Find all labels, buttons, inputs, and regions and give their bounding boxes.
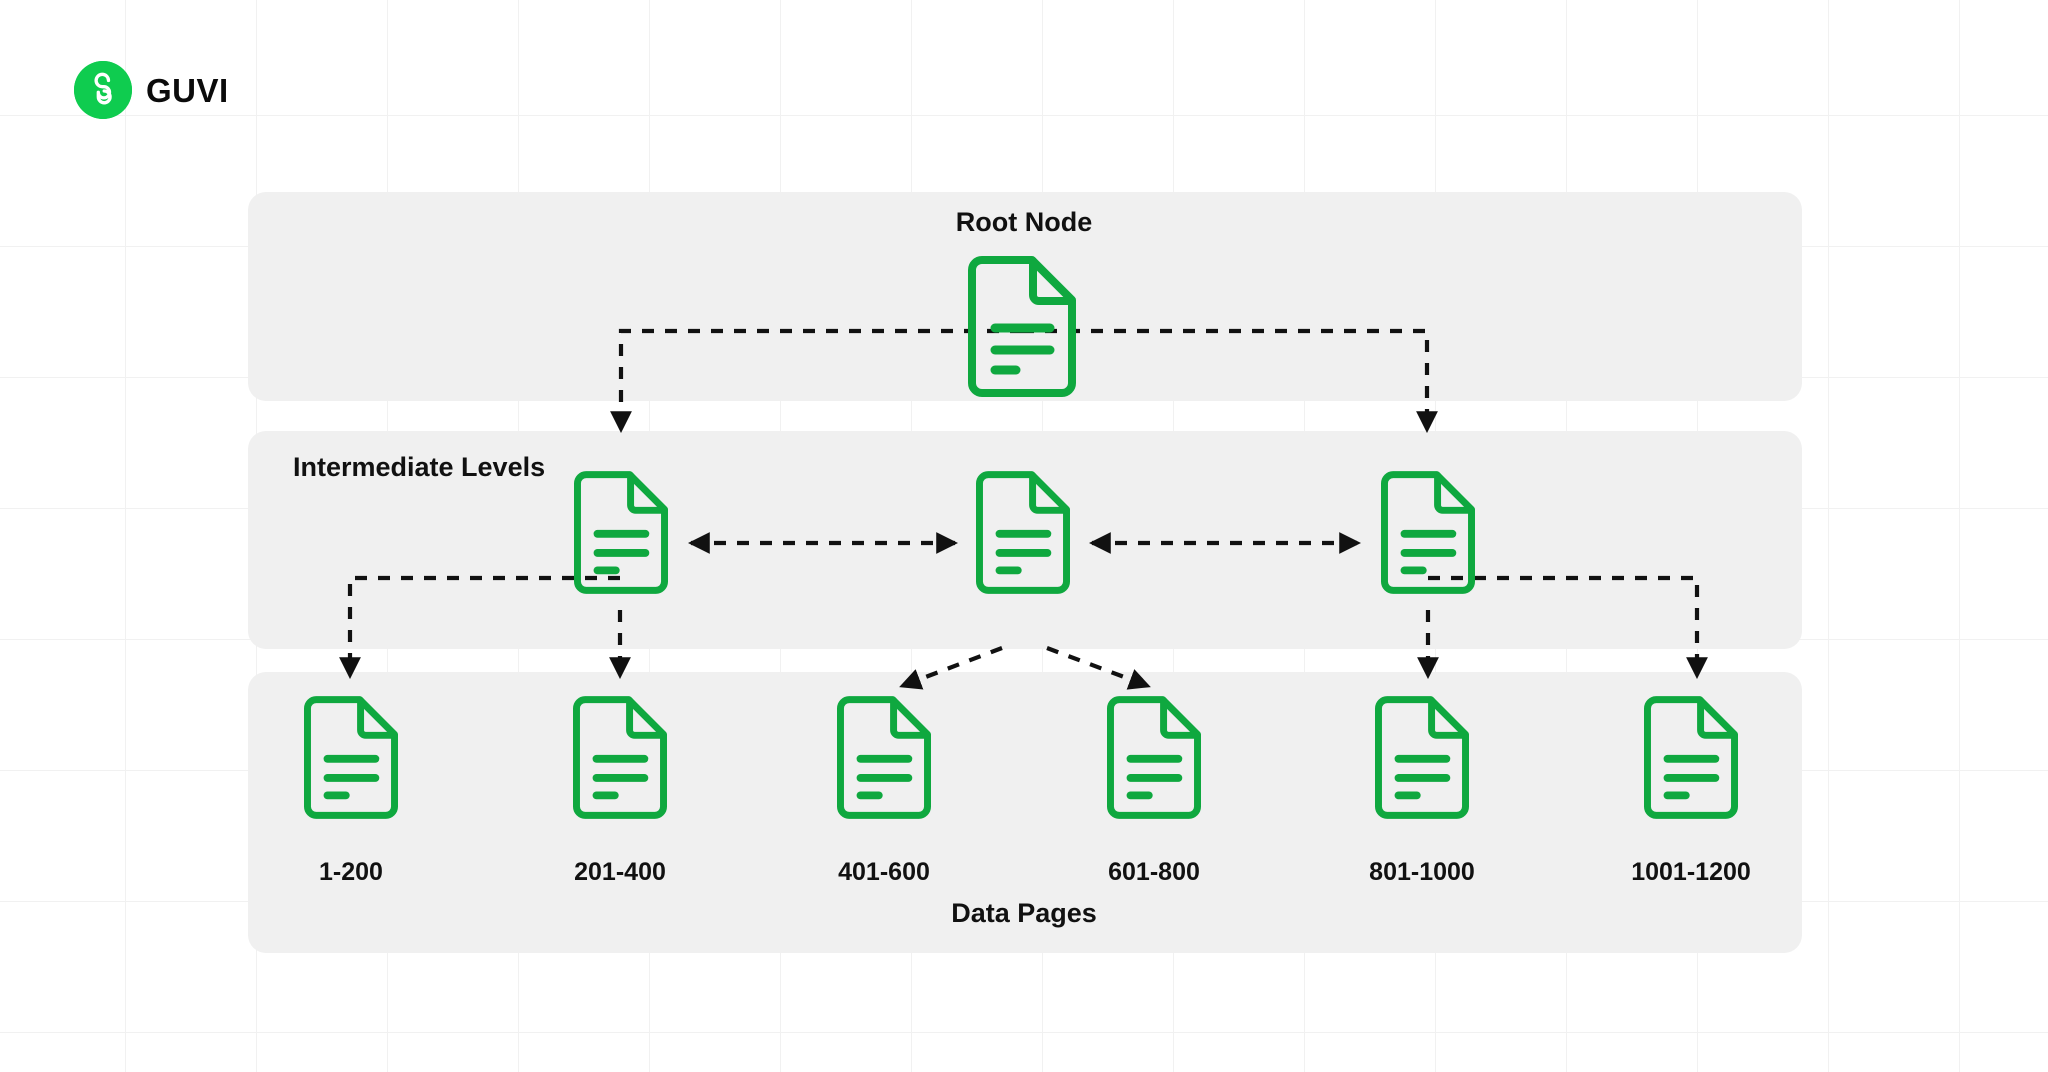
data-page-2-label: 201-400: [574, 858, 666, 886]
document-icon: [837, 696, 931, 819]
data-page-4-label: 601-800: [1108, 858, 1200, 886]
data-page-6-label: 1001-1200: [1631, 858, 1751, 886]
intermediate-node-3[interactable]: [1381, 470, 1475, 595]
data-page-3[interactable]: [837, 695, 931, 820]
document-icon: [1107, 696, 1201, 819]
document-icon: [1381, 471, 1475, 594]
document-icon: [574, 471, 668, 594]
data-page-5[interactable]: [1375, 695, 1469, 820]
document-icon: [573, 696, 667, 819]
brand-name: GUVI: [146, 71, 229, 109]
document-icon: [1644, 696, 1738, 819]
data-page-1-label: 1-200: [319, 858, 383, 886]
intermediate-node-2[interactable]: [976, 470, 1070, 595]
data-page-3-label: 401-600: [838, 858, 930, 886]
data-page-4[interactable]: [1107, 695, 1201, 820]
document-icon: [304, 696, 398, 819]
root-node[interactable]: [968, 256, 1076, 397]
guvi-g-logo-icon: [74, 61, 132, 119]
document-icon: [1375, 696, 1469, 819]
page-title-data-pages: Data Pages: [951, 898, 1097, 928]
document-icon: [976, 471, 1070, 594]
page-title-root-node: Root Node: [955, 207, 1093, 237]
data-page-5-label: 801-1000: [1369, 858, 1475, 886]
data-page-1[interactable]: [304, 695, 398, 820]
data-page-2[interactable]: [573, 695, 667, 820]
intermediate-node-1[interactable]: [574, 470, 668, 595]
data-page-6[interactable]: [1644, 695, 1738, 820]
level-band-data-pages: [248, 672, 1802, 953]
page-title-intermediate-levels: Intermediate Levels: [293, 452, 546, 482]
brand-logo[interactable]: GUVI: [74, 61, 229, 119]
document-icon: [968, 256, 1076, 397]
